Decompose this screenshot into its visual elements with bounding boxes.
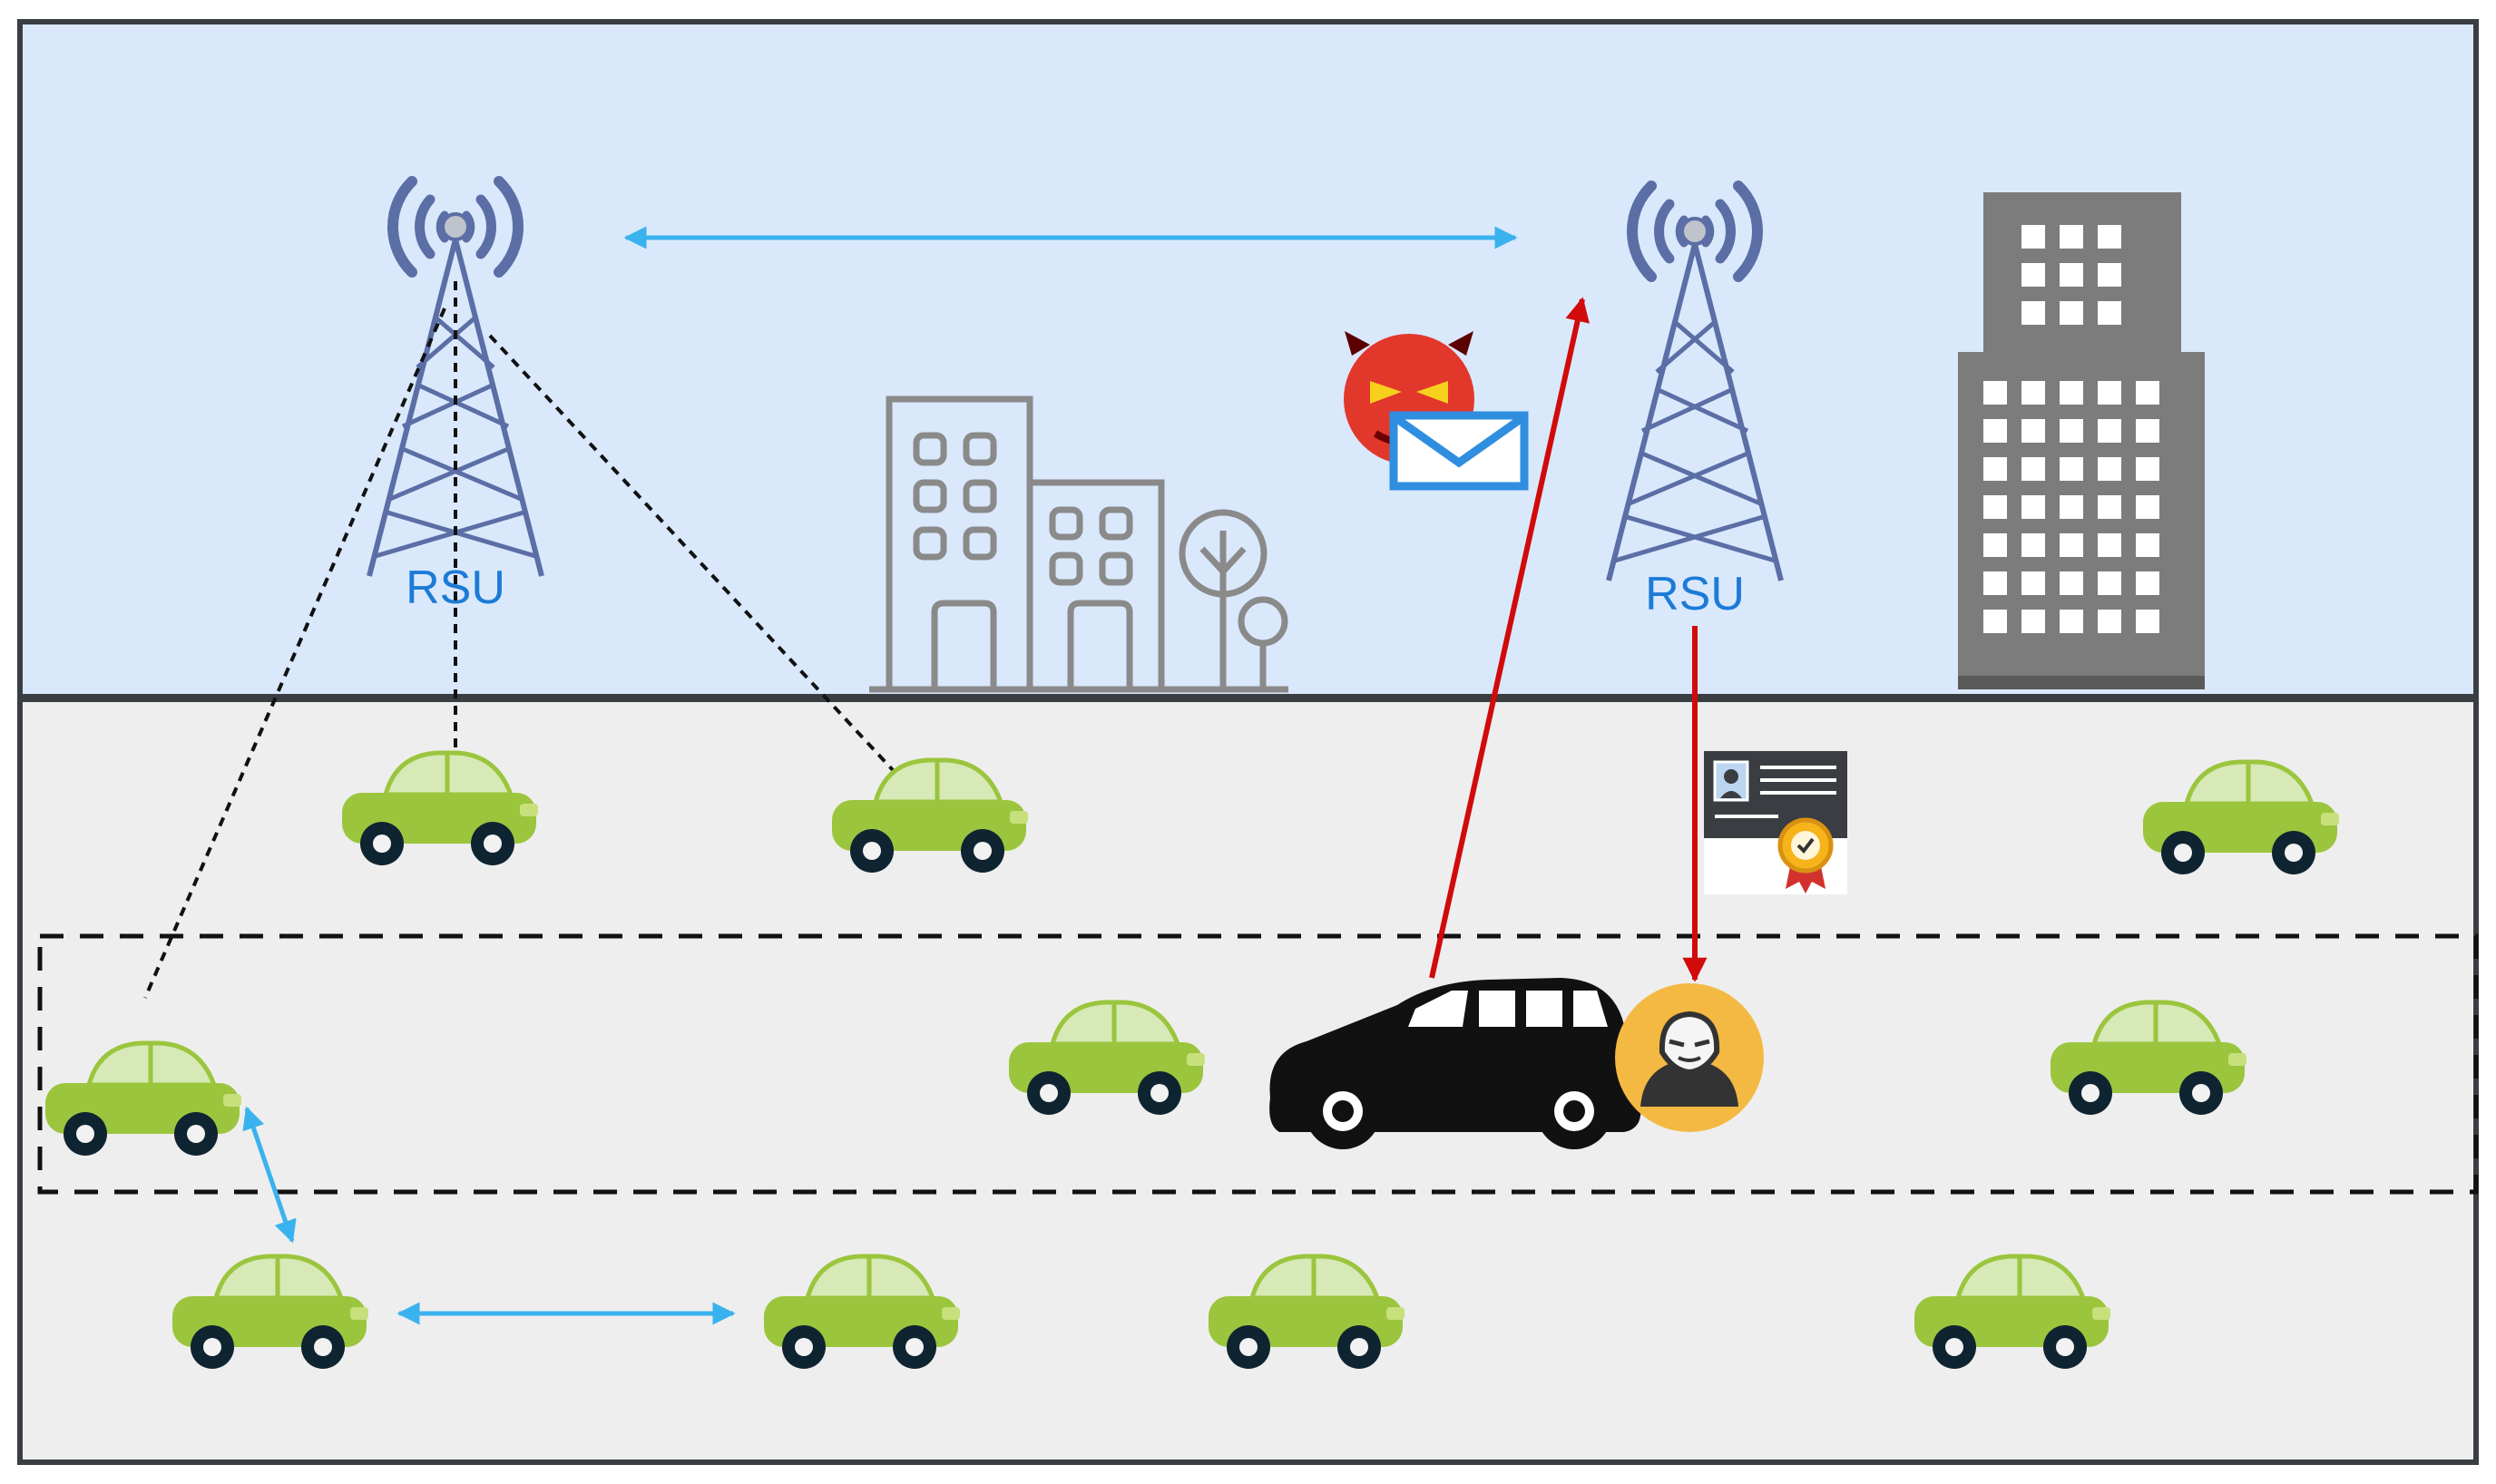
malicious-vehicle-icon <box>1269 978 1643 1149</box>
rsu-right-label: RSU <box>1645 568 1745 620</box>
v2v-link <box>242 1106 297 1244</box>
rsu-vehicle-links <box>143 281 896 999</box>
certificate-icon <box>1704 751 1847 894</box>
false-message-arrow <box>1429 297 1590 979</box>
rsu-left-label: RSU <box>406 561 505 614</box>
lane-boundary <box>37 933 2479 1195</box>
tree-icon <box>1179 509 1288 689</box>
office-building-icon <box>1958 192 2205 689</box>
hacker-icon <box>1615 983 1764 1132</box>
buildings-icon <box>869 395 1288 693</box>
envelope-icon <box>1389 411 1529 491</box>
